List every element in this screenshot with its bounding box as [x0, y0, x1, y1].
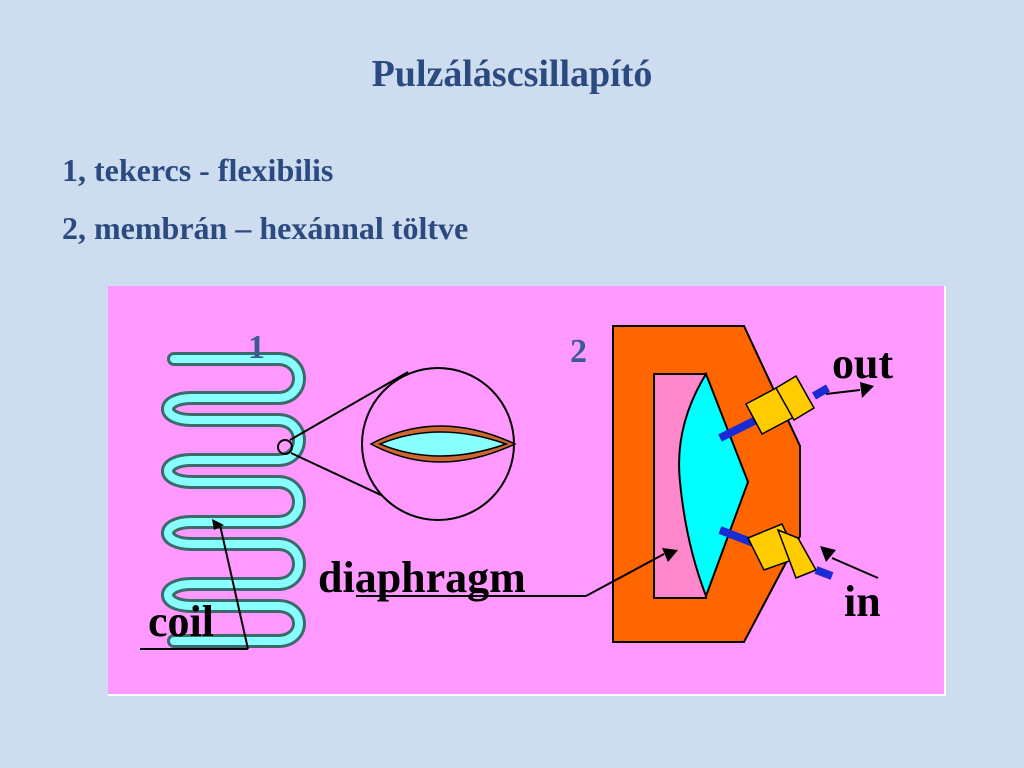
diagram-canvas: 1 2 coil diaphragm out in — [108, 286, 946, 696]
damper-housing — [612, 325, 801, 643]
coil-spring — [161, 352, 306, 648]
slide-title: Pulzáláscsillapító — [371, 53, 653, 95]
in-label: in — [844, 577, 881, 626]
diaphragm-leader — [356, 548, 678, 597]
diaphragm-label: diaphragm — [318, 553, 526, 602]
marker-1: 1 — [248, 329, 265, 366]
marker-2: 2 — [570, 333, 587, 370]
out-label: out — [832, 339, 893, 388]
coil-magnifier — [277, 367, 517, 521]
damper-diagram: 1 2 coil diaphragm out in — [108, 286, 946, 696]
bullet-coil: 1, tekercs - flexibilis — [62, 152, 334, 188]
inlet-fitting — [718, 523, 879, 580]
coil-label: coil — [148, 597, 214, 646]
outlet-fitting — [718, 374, 874, 442]
membrane — [678, 371, 750, 599]
bullet-membrane: 2, membrán – hexánnal töltve — [62, 210, 469, 246]
coil-leader — [140, 519, 249, 650]
